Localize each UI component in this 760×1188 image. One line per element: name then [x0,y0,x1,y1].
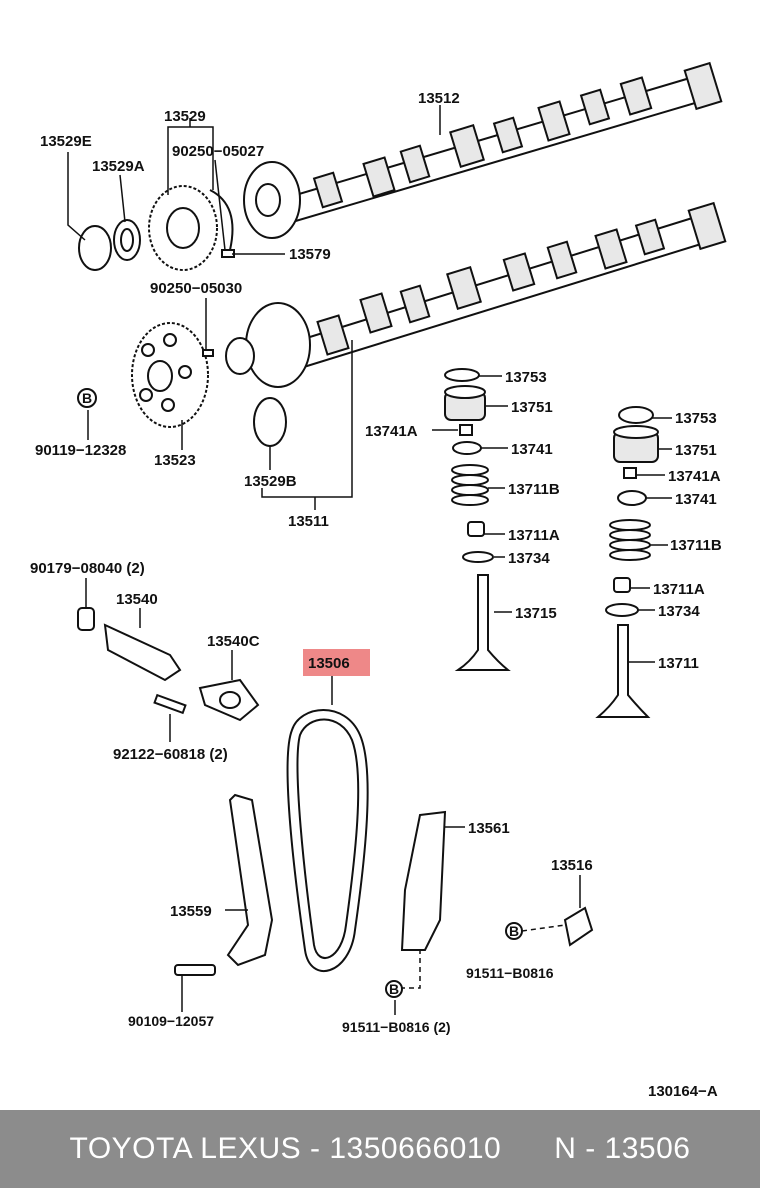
label-90250-05030[interactable]: 90250−05030 [150,280,242,297]
label-90250-05027[interactable]: 90250−05027 [172,143,264,160]
label-13711B-left[interactable]: 13711B [508,481,560,498]
label-13540C[interactable]: 13540C [207,633,260,650]
label-91511-B0816-right[interactable]: 91511−B0816 [466,965,554,981]
label-13511[interactable]: 13511 [288,513,329,530]
label-13741A-right[interactable]: 13741A [668,468,721,485]
label-13753-right[interactable]: 13753 [675,410,717,427]
label-13715[interactable]: 13715 [515,605,557,622]
label-90119-12328[interactable]: 90119−12328 [35,442,126,459]
dashed-leaders [400,924,566,989]
label-13753-left[interactable]: 13753 [505,369,547,386]
washer-13529A [113,219,141,261]
label-13523[interactable]: 13523 [154,452,196,469]
valve-stack-right [595,406,659,718]
label-13711A-left[interactable]: 13711A [508,527,560,544]
label-13711A-right[interactable]: 13711A [653,581,705,598]
chain-guide-13559 [174,793,274,976]
label-13711B-right[interactable]: 13711B [670,537,722,554]
label-90109-12057[interactable]: 90109−12057 [128,1013,214,1029]
label-13540[interactable]: 13540 [116,591,158,608]
pin-90250-05030 [202,349,214,357]
label-13741A-left[interactable]: 13741A [365,423,418,440]
chain-guide-13561 [400,810,447,951]
leader-lines [67,105,672,1015]
label-13734-right[interactable]: 13734 [658,603,700,620]
camshaft-13512 [243,61,723,239]
gasket-13540C [198,678,260,722]
label-90179-08040[interactable]: 90179−08040 (2) [30,560,145,577]
label-13512[interactable]: 13512 [418,90,460,107]
footer-text: TOYOTA LEXUS - 1350666010 N - 13506 [69,1132,691,1165]
parts-diagram: B B B 13512 13529 13529E 90250−05027 135… [30,61,727,1100]
bracket-13516 [563,906,594,947]
valve-stack-left [444,368,511,671]
snap-ring-13529B [253,397,287,447]
svg-text:B: B [509,923,519,939]
label-92122-60818[interactable]: 92122−60818 (2) [113,746,228,763]
label-13561[interactable]: 13561 [468,820,510,837]
label-13529A[interactable]: 13529A [92,158,145,175]
label-13734-left[interactable]: 13734 [508,550,550,567]
highlight-13506 [303,649,370,676]
footer-bar: TOYOTA LEXUS - 1350666010 N - 13506 [0,1110,760,1188]
label-13506[interactable]: 13506 [308,655,350,672]
sprocket-13529 [148,185,218,271]
label-13579[interactable]: 13579 [289,246,331,263]
svg-text:B: B [389,981,399,997]
sprocket-13523 [131,322,209,428]
label-13516[interactable]: 13516 [551,857,593,874]
label-13751-right[interactable]: 13751 [675,442,717,459]
label-13559[interactable]: 13559 [170,903,212,920]
b-marker-3: B [385,980,403,998]
label-13741-left[interactable]: 13741 [511,441,553,458]
label-13529B[interactable]: 13529B [244,473,297,490]
tensioner-13540 [77,607,187,715]
label-13711[interactable]: 13711 [658,655,699,672]
b-marker-1: B [77,388,97,408]
label-13529[interactable]: 13529 [164,108,206,125]
timing-chain-13506 [286,709,369,973]
label-13751-left[interactable]: 13751 [511,399,553,416]
label-13529E[interactable]: 13529E [40,133,92,150]
svg-text:B: B [82,390,92,406]
snap-ring-13529E [78,225,112,271]
camshaft-13511 [225,201,727,388]
label-13741-right[interactable]: 13741 [675,491,717,508]
diagram-code: 130164−A [648,1083,718,1100]
b-marker-2: B [505,922,523,940]
label-91511-B0816-center[interactable]: 91511−B0816 (2) [342,1019,451,1035]
